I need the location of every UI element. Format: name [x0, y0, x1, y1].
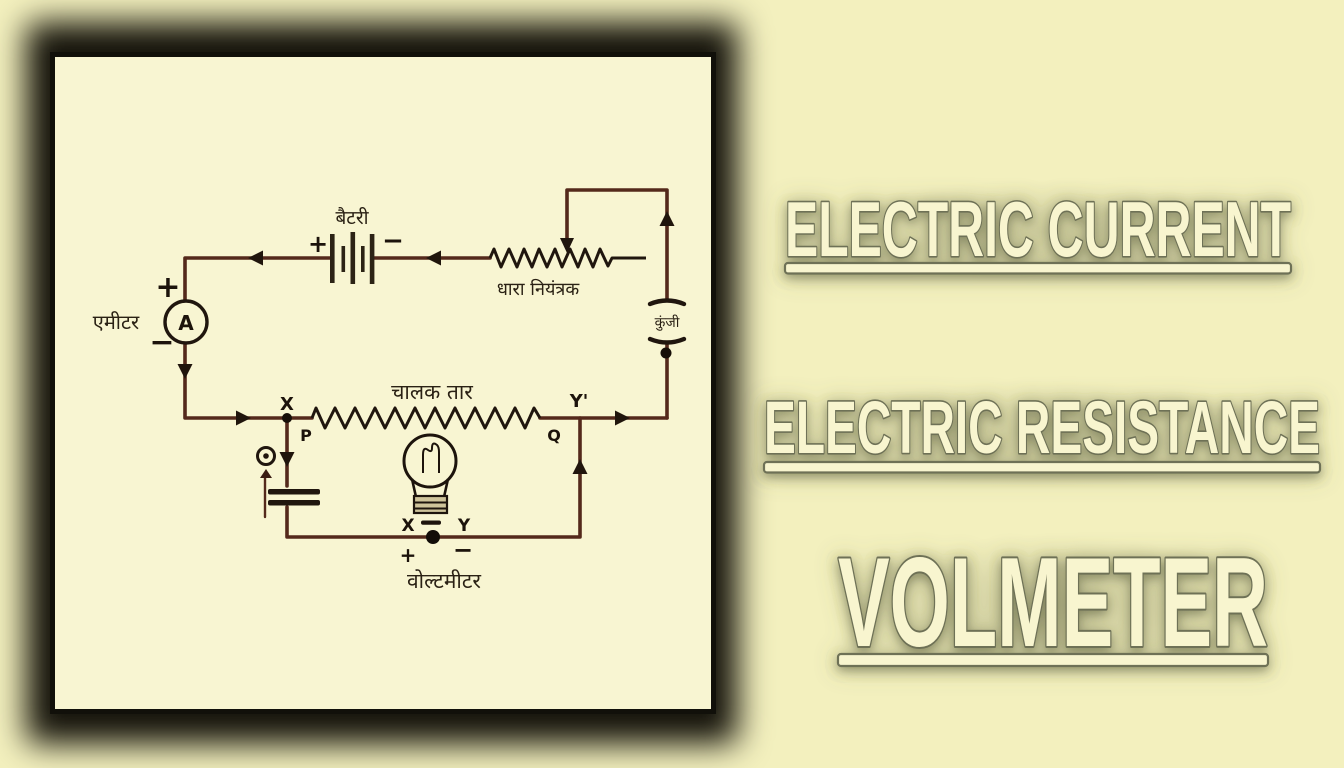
- key-icon: [647, 298, 687, 345]
- voltmeter-minus-sign: −: [453, 536, 473, 564]
- battery-plus-sign: +: [308, 230, 328, 258]
- heading-volmeter: VOLMETER: [823, 529, 1283, 678]
- heading-electric-resistance-text: ELECTRIC RESISTANCE: [764, 386, 1320, 469]
- cell-plates-icon: [268, 489, 320, 506]
- heading-electric-resistance-underline: [762, 460, 1322, 474]
- terminal-p-label: P: [300, 426, 312, 445]
- junction-dot-x: [282, 413, 292, 423]
- ammeter-icon: [163, 299, 209, 345]
- voltmeter-x-label: X: [401, 516, 414, 536]
- ammeter-label: एमीटर: [93, 310, 140, 334]
- circuit-wires: [183, 188, 669, 539]
- headings-panel: ELECTRIC CURRENT ELECTRIC RESISTANCE VOL…: [740, 0, 1344, 768]
- conductor-label: चालक तार: [391, 380, 473, 404]
- current-arrows: [177, 211, 675, 474]
- conductor-wire-icon: [310, 406, 542, 430]
- circuit-diagram: A + − + −: [93, 188, 687, 593]
- heading-volmeter-underline: [836, 652, 1270, 668]
- voltmeter-plus-sign: +: [400, 543, 417, 567]
- ammeter-plus-sign: +: [155, 270, 180, 305]
- bulb-icon: [402, 433, 458, 525]
- circuit-picture-frame: [50, 52, 716, 714]
- ammeter-minus-sign: −: [149, 325, 174, 360]
- battery-minus-sign: −: [382, 226, 404, 256]
- battery-label: बैटरी: [335, 206, 369, 229]
- voltmeter-y-label: Y: [457, 516, 471, 536]
- heading-electric-current-text: ELECTRIC CURRENT: [785, 185, 1291, 273]
- heading-electric-current-underline: [783, 261, 1293, 275]
- rheostat-slider-arrow: [560, 238, 574, 253]
- key-label: कुंजी: [655, 314, 680, 331]
- heading-electric-current: ELECTRIC CURRENT: [768, 183, 1308, 286]
- terminal-ring-icon: [256, 446, 276, 478]
- terminal-q-label: Q: [547, 426, 561, 445]
- terminal-x-label: X: [280, 394, 294, 415]
- voltmeter-label: वोल्टमीटर: [407, 569, 481, 593]
- ammeter-letter: A: [178, 311, 194, 335]
- key-contact-dot: [660, 347, 672, 359]
- junction-dot-voltmeter: [426, 530, 440, 544]
- heading-volmeter-text: VOLMETER: [838, 531, 1268, 673]
- battery-icon: [330, 232, 375, 284]
- rheostat-label: धारा नियंत्रक: [497, 278, 581, 300]
- terminal-y-prime-label: Y': [569, 391, 589, 412]
- heading-electric-resistance: ELECTRIC RESISTANCE: [752, 384, 1332, 488]
- rheostat-icon: [488, 247, 646, 269]
